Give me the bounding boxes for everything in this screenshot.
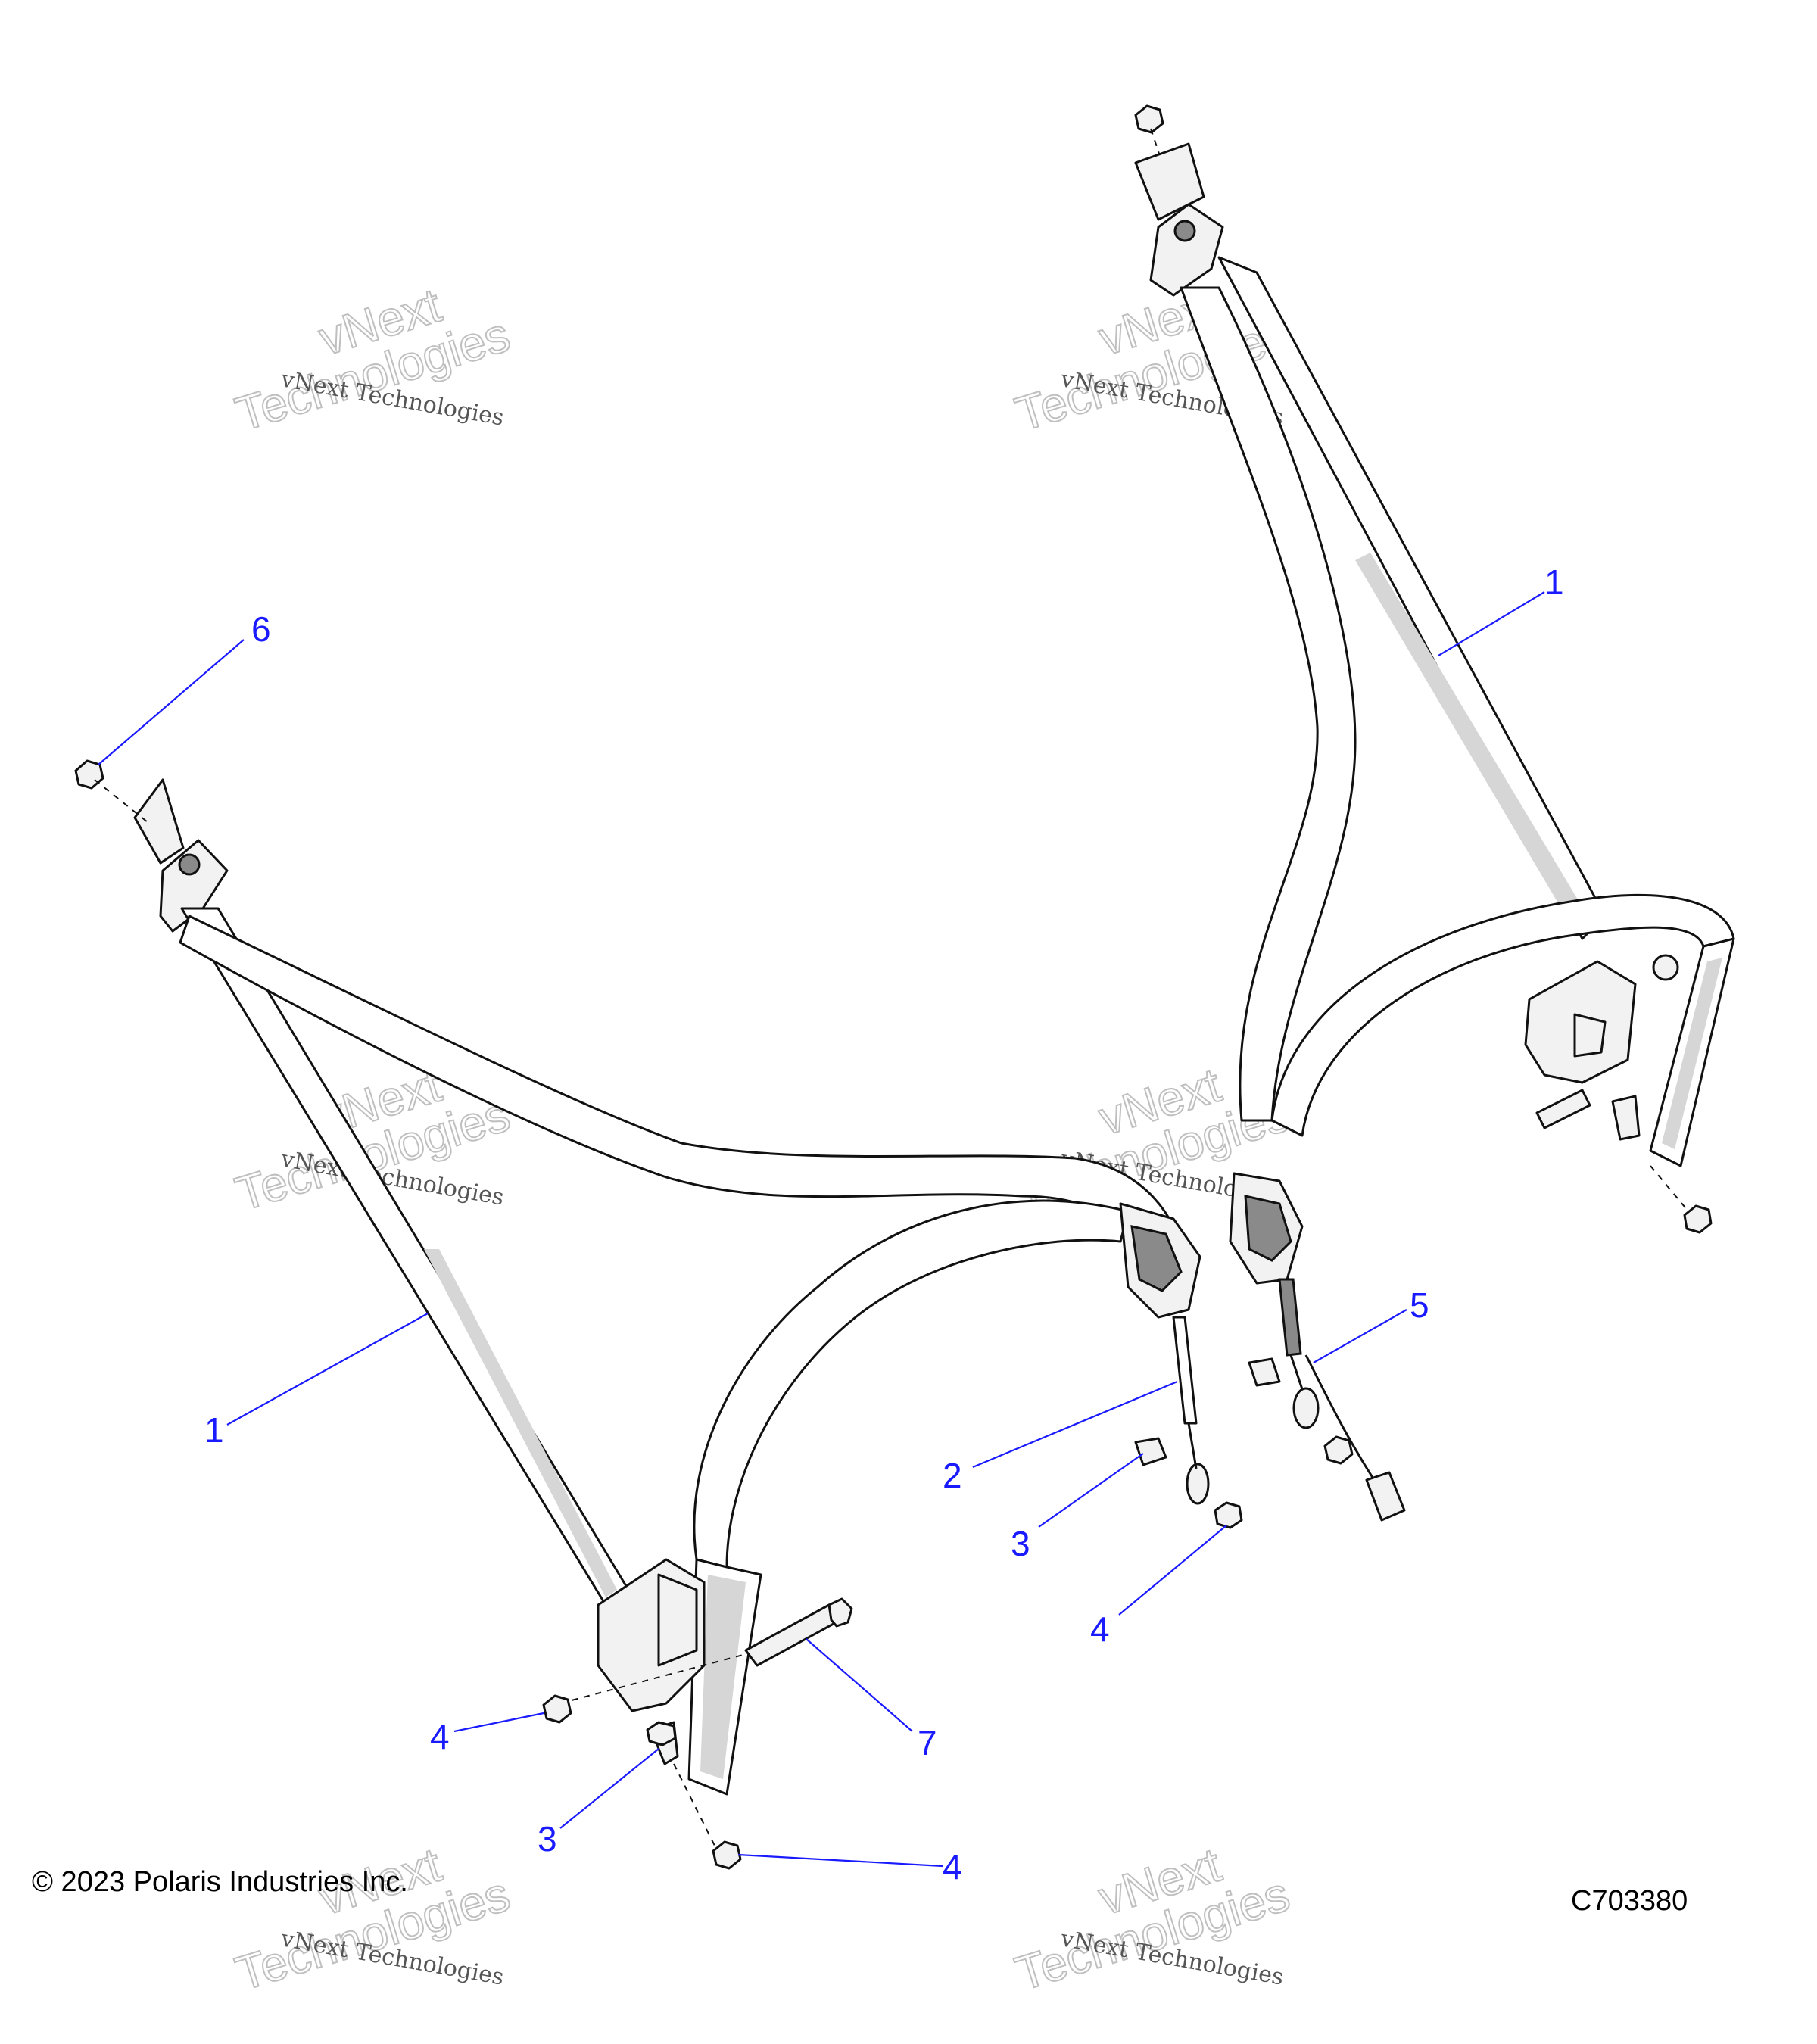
callout-6: 6 [251, 609, 271, 649]
watermarks: vNext Technologies vNext Technologies vN… [229, 277, 1296, 2002]
callout-1-left: 1 [204, 1410, 224, 1450]
callout-4-center: 4 [1090, 1609, 1110, 1649]
right-retractor-bolt-a [1535, 1089, 1591, 1129]
left-upper-mount-bracket [133, 778, 185, 865]
left-shoulder-strap-shading [424, 1249, 617, 1597]
callout-3-lower: 3 [538, 1819, 557, 1859]
leader-1-left [226, 1313, 429, 1426]
left-seat-belt-assembly [74, 759, 1243, 1870]
callout-1-right: 1 [1544, 562, 1564, 602]
left-buckle-latch-plate [1130, 1225, 1183, 1292]
left-buckle-stalk [1172, 1316, 1198, 1425]
left-upper-pivot-bolt [178, 853, 201, 876]
right-upper-nut [1134, 104, 1164, 134]
right-buckle-latch-plate [1244, 1195, 1292, 1262]
right-buckle-sensor-wire [1304, 1354, 1376, 1481]
right-buckle-stalk-eye [1292, 1387, 1320, 1429]
right-retractor-cover [1573, 1013, 1607, 1058]
right-shoulder-strap-shading [1355, 553, 1590, 931]
left-lower-nut [712, 1840, 742, 1870]
right-upper-mount-bracket [1134, 142, 1205, 221]
right-upper-pivot-bolt [1173, 220, 1196, 242]
right-seat-belt-assembly [1134, 104, 1735, 1522]
copyright-text: © 2023 Polaris Industries Inc. [32, 1866, 408, 1898]
left-upper-nut-axis [94, 779, 152, 826]
right-retractor-bolt-b [1611, 1095, 1641, 1141]
callout-4-left: 4 [430, 1717, 450, 1756]
callout-7: 7 [918, 1723, 937, 1762]
left-buckle-stalk-neck [1187, 1422, 1198, 1469]
figure-id: C703380 [1571, 1885, 1688, 1917]
right-buckle-stalk-neck [1289, 1354, 1304, 1390]
retractor-bolt-axis [559, 1653, 746, 1704]
right-retractor-axis [1650, 1165, 1689, 1212]
callout-5: 5 [1410, 1285, 1429, 1325]
retractor-long-bolt-head [827, 1597, 853, 1628]
right-buckle-nut [1323, 1435, 1354, 1465]
leader-1-right [1438, 591, 1545, 656]
callout-leaders [98, 591, 1545, 1868]
right-upper-pivot-plate [1149, 203, 1224, 297]
right-buckle-bolt [1248, 1357, 1281, 1387]
leader-3-lower [559, 1748, 659, 1829]
leader-4-left [453, 1712, 544, 1733]
callout-4-lower: 4 [943, 1847, 962, 1887]
left-retractor-nut [542, 1694, 572, 1724]
left-lap-lower-strap [693, 1199, 1130, 1569]
callout-2: 2 [943, 1456, 962, 1495]
leader-2 [972, 1380, 1178, 1469]
left-buckle-nut [1214, 1501, 1243, 1529]
right-buckle-sensor-connector [1365, 1471, 1406, 1522]
right-lap-strap-tail-shading [1662, 958, 1722, 1149]
leader-6 [98, 639, 245, 765]
left-lower-bolt-axis [673, 1763, 720, 1855]
right-buckle-stalk [1278, 1278, 1302, 1357]
leader-5 [1313, 1309, 1407, 1363]
left-retractor-cover [657, 1573, 698, 1667]
watermark-1: vNext Technologies vNext Technologies [229, 277, 516, 443]
leader-4-lower [737, 1853, 943, 1868]
right-retractor-nut [1683, 1204, 1713, 1234]
watermark-6: vNext Technologies vNext Technologies [1008, 1837, 1296, 2002]
callout-labels: 1 1 2 3 3 4 4 4 5 6 7 [204, 562, 1564, 1887]
left-buckle-stalk-eye [1186, 1463, 1210, 1505]
left-lower-bolt-head [646, 1721, 677, 1746]
left-lap-strap-tail-shading [700, 1575, 746, 1779]
callout-3-center: 3 [1011, 1524, 1030, 1563]
leader-7 [806, 1638, 913, 1732]
right-retractor-anchor [1652, 954, 1679, 981]
left-buckle-bolt [1134, 1437, 1167, 1466]
leader-4-center [1118, 1525, 1227, 1616]
watermark-5: vNext Technologies vNext Technologies [229, 1837, 516, 2002]
leader-3-center [1038, 1453, 1144, 1528]
